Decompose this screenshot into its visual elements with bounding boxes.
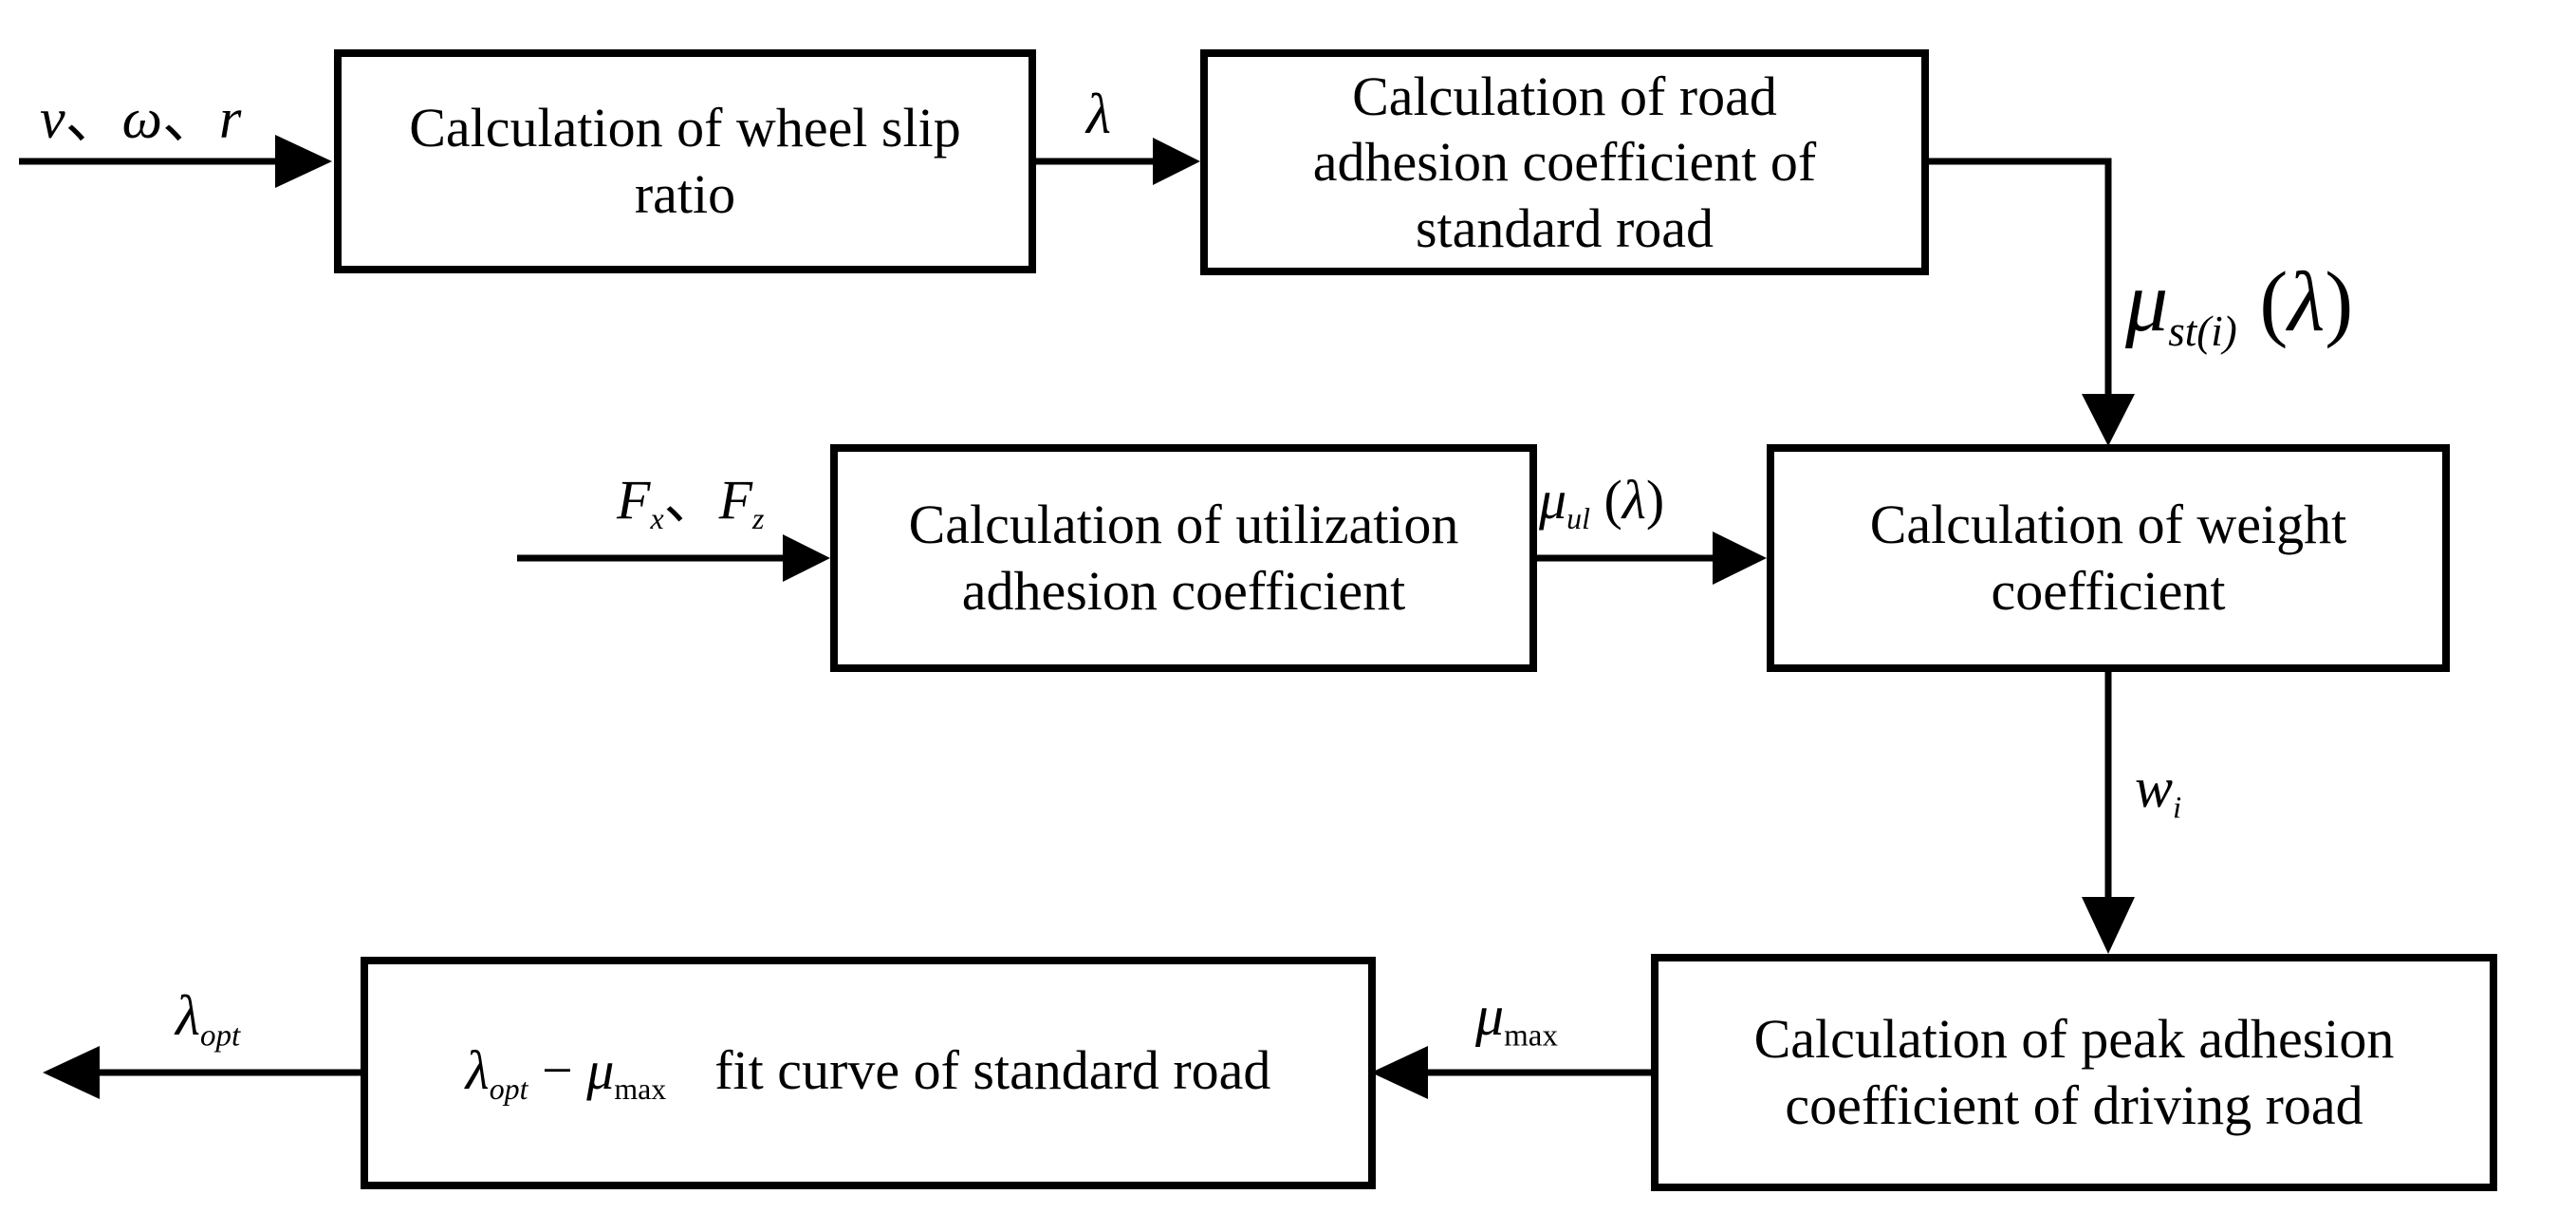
utilization-block-text: Calculation of utilization adhesion coef… xyxy=(908,494,1459,622)
fit-curve-block: λopt − μmax fit curve of standard road xyxy=(361,957,1376,1189)
fit-curve-block-content: λopt − μmax fit curve of standard road xyxy=(466,1037,1271,1108)
arrow-standard-road-to-weight xyxy=(1926,158,2135,446)
arrow-peak-to-fit-curve xyxy=(1371,1046,1651,1099)
arrow-utilization-to-weight xyxy=(1532,532,1767,585)
slip-ratio-block-text: Calculation of wheel slip ratio xyxy=(409,97,961,225)
weight-block-text: Calculation of weight coefficient xyxy=(1869,494,2347,622)
weight-block: Calculation of weight coefficient xyxy=(1767,444,2450,672)
fit-curve-block-text: fit curve of standard road xyxy=(714,1039,1271,1102)
label-fx-fz: Fx、Fz xyxy=(617,469,765,536)
utilization-block: Calculation of utilization adhesion coef… xyxy=(830,444,1537,672)
standard-road-block: Calculation of road adhesion coefficient… xyxy=(1200,49,1929,275)
fit-curve-formula: λopt − μmax xyxy=(465,1039,667,1107)
label-mu-max: μmax xyxy=(1475,984,1558,1054)
label-mu-st-i-lambda: μst(i) (λ) xyxy=(2125,255,2354,355)
label-mu-ul-lambda: μul (λ) xyxy=(1539,469,1665,536)
label-lambda-opt: λopt xyxy=(176,984,241,1054)
arrow-input-to-slip-ratio xyxy=(19,135,332,188)
slip-ratio-block: Calculation of wheel slip ratio xyxy=(334,49,1036,273)
arrow-slip-ratio-to-standard-road xyxy=(1036,138,1200,185)
peak-block: Calculation of peak adhesion coefficient… xyxy=(1651,954,2497,1191)
label-w-i: wi xyxy=(2135,756,2182,826)
arrow-force-input-to-utilization xyxy=(517,534,830,582)
arrow-fit-curve-to-output xyxy=(43,1046,361,1099)
label-lambda: λ xyxy=(1086,83,1111,145)
peak-block-text: Calculation of peak adhesion coefficient… xyxy=(1753,1008,2395,1136)
standard-road-block-text: Calculation of road adhesion coefficient… xyxy=(1312,65,1817,259)
label-v-omega-r: v、ω、r xyxy=(40,87,242,150)
arrow-weight-to-peak xyxy=(2082,672,2135,954)
